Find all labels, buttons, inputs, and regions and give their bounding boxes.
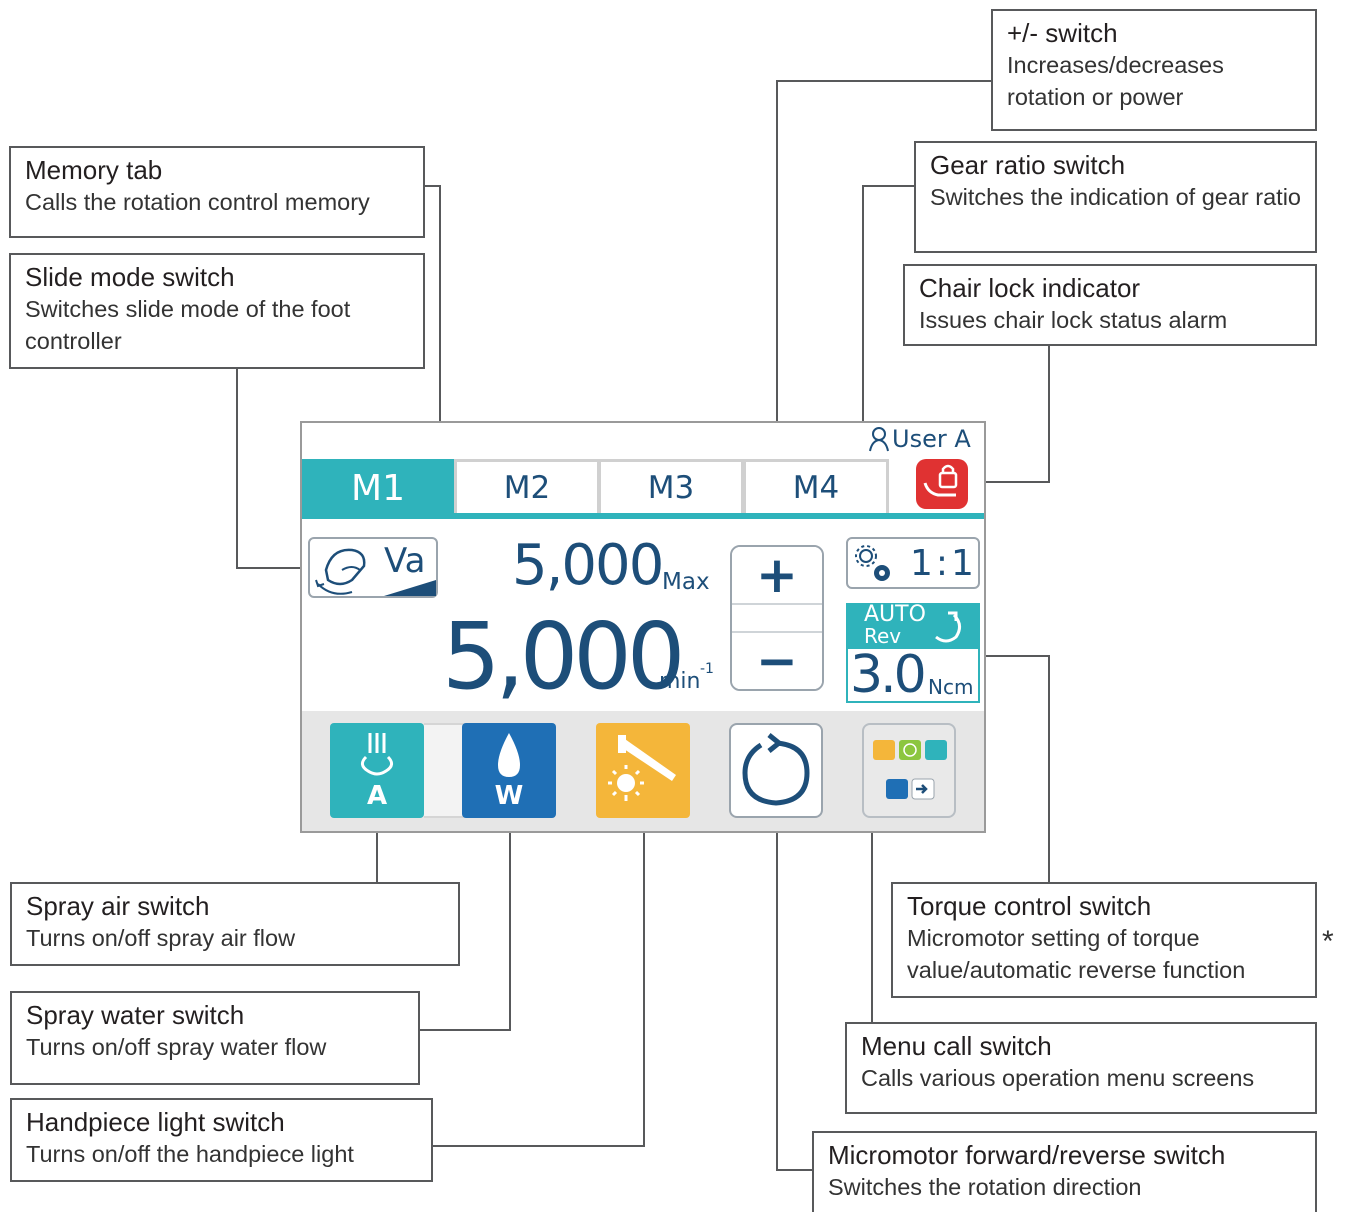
max-label: Max [662,569,710,595]
menu-call-switch[interactable] [862,723,956,818]
plus-button[interactable]: + [732,547,822,605]
chair-lock-icon [923,464,958,497]
callout-desc: Turns on/off the handpiece light [26,1141,354,1167]
foot-controller-icon [315,548,366,595]
callout-title: Handpiece light switch [26,1107,285,1137]
leader-torque-control [980,655,1050,882]
callout-desc: Calls various operation menu screens [861,1065,1255,1091]
callout-title: Menu call switch [861,1031,1052,1061]
callout-title: Torque control switch [907,891,1152,921]
callout-desc: Micromotor setting of torque value/autom… [907,925,1246,983]
spray-water-switch[interactable]: W [462,723,556,818]
handpiece-light-switch[interactable] [596,723,690,818]
callout-desc: Switches slide mode of the foot controll… [25,296,351,354]
torque-control-switch[interactable]: AUTO Rev 3.0 Ncm [846,602,980,705]
tab-m3[interactable]: M3 [598,459,744,514]
spray-switch-divider [424,723,464,818]
user-indicator[interactable]: User A [868,425,971,453]
callout-title: Micromotor forward/reverse switch [828,1140,1226,1170]
callout-title: Spray air switch [26,891,210,921]
callout-desc: Calls the rotation control memory [25,189,370,215]
rotation-direction-icon [742,733,810,806]
spray-air-switch[interactable]: A [330,723,424,818]
minus-button[interactable]: − [732,631,822,689]
callout-title: Spray water switch [26,1000,245,1030]
gear-ratio-value: 1:1 [910,543,977,584]
callout-desc: Turns on/off spray water flow [26,1034,327,1060]
chair-lock-indicator[interactable] [916,459,968,509]
callout-spray-water: Spray water switch Turns on/off spray wa… [10,991,420,1085]
callout-slide-mode: Slide mode switch Switches slide mode of… [9,253,425,369]
rev-label: Rev [864,624,902,648]
callout-chair-lock: Chair lock indicator Issues chair lock s… [903,264,1317,346]
tab-m2[interactable]: M2 [454,459,600,514]
tab-m4[interactable]: M4 [743,459,889,514]
leader-micromotor-direction [776,816,812,1171]
gear-icon [855,545,890,581]
slide-mode-label: Va [384,541,426,581]
rotation-unit: min [659,669,701,694]
gear-ratio-switch[interactable]: 1:1 [846,537,980,589]
spray-air-icon [361,733,393,776]
leader-memory-tab [425,185,441,460]
plus-minus-switch: + − [730,545,824,691]
max-rotation-value: 5,000 [512,533,664,598]
callout-desc: Turns on/off spray air flow [26,925,296,951]
user-label: User A [892,425,971,453]
menu-grid-icon [873,740,947,800]
callout-torque-control: Torque control switch Micromotor setting… [891,882,1317,998]
callout-spray-air: Spray air switch Turns on/off spray air … [10,882,460,966]
footnote-marker: * [1322,925,1334,958]
callout-title: Chair lock indicator [919,273,1141,303]
callout-title: Slide mode switch [25,262,235,292]
callout-desc: Increases/decreases rotation or power [1007,52,1224,110]
rotation-unit-exponent: -1 [700,661,714,677]
callout-desc: Issues chair lock status alarm [919,307,1228,333]
torque-value: 3.0 [850,645,927,705]
callout-gear-ratio: Gear ratio switch Switches the indicatio… [914,141,1317,253]
slide-ramp-icon [384,580,436,596]
spray-water-letter: W [494,781,524,811]
callout-title: Gear ratio switch [930,150,1126,180]
auto-reverse-header: AUTO Rev [848,602,978,649]
device-screen: User A M1 M2 M3 M4 Va 5,000 Max 5,000 mi… [300,421,986,833]
callout-menu-call: Menu call switch Calls various operation… [845,1022,1317,1114]
auto-label: AUTO [864,602,926,627]
micromotor-direction-switch[interactable] [729,723,823,818]
callout-micromotor-direction: Micromotor forward/reverse switch Switch… [812,1131,1317,1212]
torque-unit: Ncm [928,675,974,699]
tab-underline [302,513,984,519]
callout-plus-minus: +/- switch Increases/decreases rotation … [991,9,1317,131]
tab-m1[interactable]: M1 [302,459,454,514]
leader-handpiece-light [432,816,645,1147]
water-drop-icon [498,733,520,777]
callout-desc: Switches the rotation direction [828,1174,1142,1200]
rotation-value: 5,000 [442,603,685,710]
spray-air-letter: A [366,781,388,811]
slide-mode-switch[interactable]: Va [308,537,438,598]
callout-memory-tab: Memory tab Calls the rotation control me… [9,146,425,238]
callout-title: Memory tab [25,155,163,185]
user-icon [869,427,889,452]
callout-title: +/- switch [1007,18,1118,48]
callout-handpiece-light: Handpiece light switch Turns on/off the … [10,1098,433,1182]
handpiece-light-icon [608,735,676,801]
reverse-arrow-icon [935,611,961,643]
callout-desc: Switches the indication of gear ratio [930,184,1301,210]
